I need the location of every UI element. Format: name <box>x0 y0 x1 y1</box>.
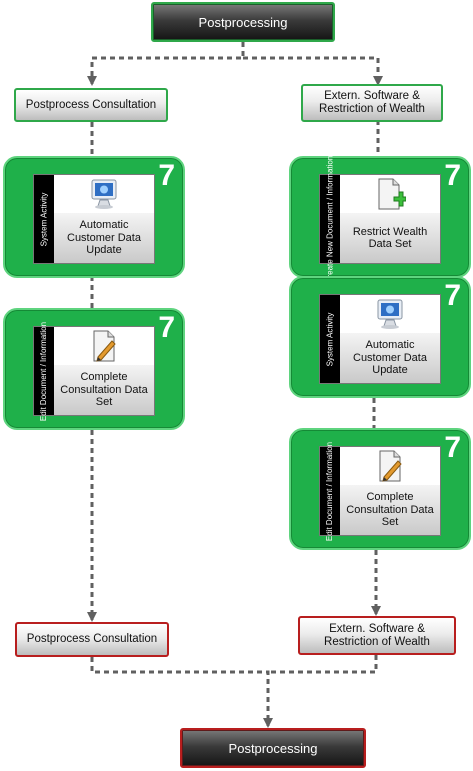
activity-type-label: Edit Document / Information <box>325 441 335 541</box>
activity-body: Edit Document / Information Complete Con… <box>33 321 155 421</box>
activity-label: Automatic Customer Data Update <box>54 213 154 263</box>
right-branch-start[interactable]: Extern. Software & Restriction of Wealth <box>301 84 443 122</box>
activity-count: 7 <box>444 159 461 192</box>
activity-count: 7 <box>158 311 175 344</box>
end-event[interactable]: Postprocessing <box>180 728 366 768</box>
activity-type-label: System Activity <box>39 192 49 246</box>
right-branch-start-label: Extern. Software & Restriction of Wealth <box>319 90 425 115</box>
activity-label: Restrict Wealth Data Set <box>340 213 440 263</box>
activity-card[interactable]: 7 Edit Document / Information Complete C… <box>289 428 471 550</box>
activity-type-label: Edit Document / Information <box>39 321 49 421</box>
start-event-label: Postprocessing <box>198 14 288 30</box>
activity-label: Complete Consultation Data Set <box>340 485 440 535</box>
activity-card[interactable]: 7 Edit Document / Information Complete C… <box>3 308 185 430</box>
split-connector <box>243 56 383 86</box>
edit-document-icon <box>379 450 402 482</box>
left-branch-start[interactable]: Postprocess Consultation <box>14 88 168 122</box>
activity-body: System Activity Automatic Customer Data … <box>319 294 441 384</box>
start-event[interactable]: Postprocessing <box>151 2 335 42</box>
activity-card[interactable]: 7 System Activity Automatic Customer Dat… <box>289 276 471 398</box>
activity-body: Edit Document / Information Complete Con… <box>319 441 441 541</box>
left-branch-end-label: Postprocess Consultation <box>26 633 158 645</box>
join-connector <box>268 655 378 674</box>
activity-body: Create New Document / Information Restri… <box>319 155 441 283</box>
activity-card[interactable]: 7 System Activity Automatic Customer Dat… <box>3 156 185 278</box>
activity-count: 7 <box>444 431 461 464</box>
edit-document-icon <box>93 330 116 362</box>
activity-card[interactable]: 7 Create New Document / Information Rest… <box>289 155 471 283</box>
join-connector <box>90 657 273 728</box>
activity-count: 7 <box>444 279 461 312</box>
activity-count: 7 <box>158 159 175 192</box>
activity-body: System Activity Automatic Customer Data … <box>33 174 155 264</box>
left-branch-end[interactable]: Postprocess Consultation <box>15 622 169 657</box>
right-branch-end-label: Extern. Software & Restriction of Wealth <box>324 622 430 648</box>
right-branch-end[interactable]: Extern. Software & Restriction of Wealth <box>298 616 456 655</box>
end-event-label: Postprocessing <box>228 740 318 756</box>
split-connector <box>87 42 245 86</box>
activity-type-label: System Activity <box>325 312 335 366</box>
computer-icon <box>377 299 403 329</box>
activity-label: Automatic Customer Data Update <box>340 333 440 383</box>
computer-icon <box>91 179 117 209</box>
activity-label: Complete Consultation Data Set <box>54 365 154 415</box>
activity-type-label: Create New Document / Information <box>325 155 335 283</box>
left-branch-start-label: Postprocess Consultation <box>25 98 157 111</box>
new-document-icon <box>378 178 406 210</box>
